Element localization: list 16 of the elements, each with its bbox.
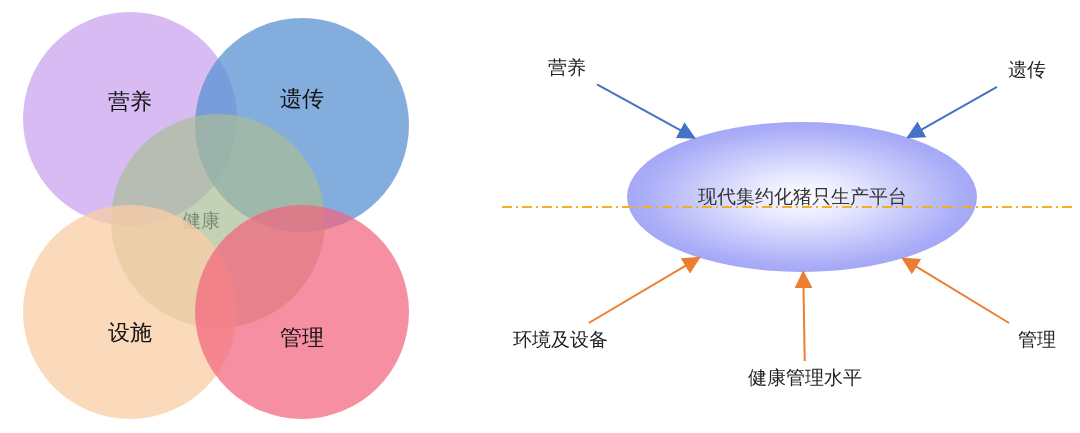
arrow [596,83,696,139]
factor-label: 管理 [1010,326,1064,354]
arrow [906,85,998,139]
factor-label: 环境及设备 [500,326,620,354]
platform-label: 现代集约化猪只生产平台 [697,184,907,209]
factor-label: 遗传 [1000,56,1054,84]
factor-label: 健康管理水平 [735,364,875,392]
arrow [587,256,701,324]
circle-label: 管理 [280,323,324,352]
circle-label: 健康 [181,208,220,233]
circle-label: 营养 [108,87,152,116]
arrow [794,270,813,362]
factor-label: 营养 [540,54,594,82]
circle-label: 遗传 [280,85,324,114]
circle-label: 设施 [108,319,152,348]
arrow [901,257,1011,324]
